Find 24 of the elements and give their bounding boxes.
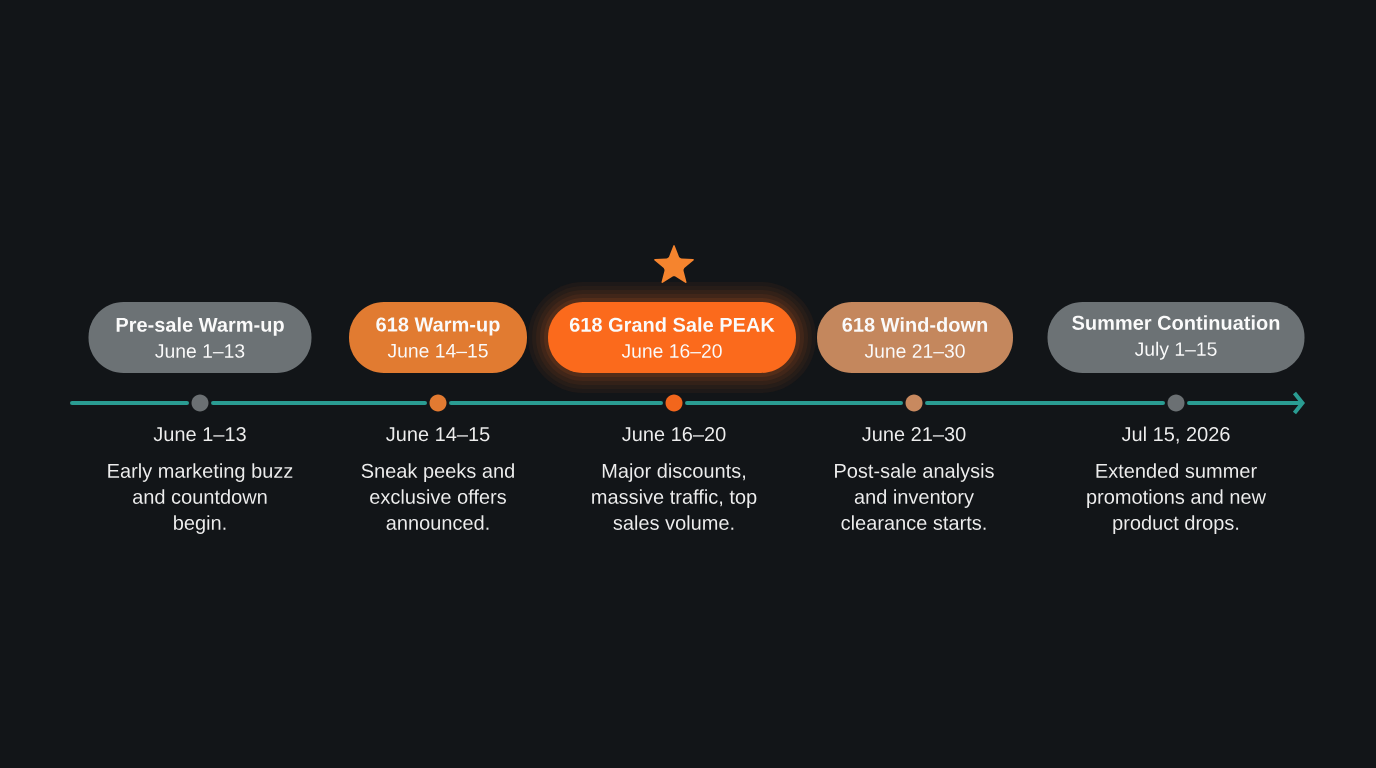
timeline-dot	[905, 394, 923, 412]
date-label: June 16–20	[622, 427, 726, 442]
description: Sneak peeks and exclusive offers announced.	[361, 463, 514, 530]
timeline-line	[925, 401, 1165, 405]
timeline-arrow	[1187, 391, 1306, 415]
date-label: June 21–30	[862, 427, 966, 442]
date-label: June 1–13	[153, 427, 246, 442]
phase-pill: 618 Grand Sale PEAK June 16–20	[548, 302, 796, 373]
timeline-dot	[429, 394, 447, 412]
phase-pill: Summer Continuation July 1–15	[1047, 302, 1305, 373]
timeline-line	[70, 401, 189, 405]
date-label: June 14–15	[386, 427, 490, 442]
timeline-line	[685, 401, 903, 405]
description: Major discounts, massive traffic, top sales volume.	[592, 463, 757, 530]
description: Early marketing buzz and countdown begin.	[108, 463, 293, 534]
timeline-line	[211, 401, 427, 405]
date-label: Jul 15, 2026	[1121, 426, 1230, 444]
phase-pill: Pre-sale Warm-up June 1–13	[88, 302, 312, 373]
timeline-dot	[1167, 394, 1185, 412]
timeline-dot	[191, 394, 209, 412]
timeline-dot	[665, 394, 683, 412]
description: Extended summer promotions and new product drops.	[1087, 463, 1267, 534]
timeline-line	[449, 401, 663, 405]
description: Post-sale analysis and inventory clearance starts.	[835, 463, 994, 530]
